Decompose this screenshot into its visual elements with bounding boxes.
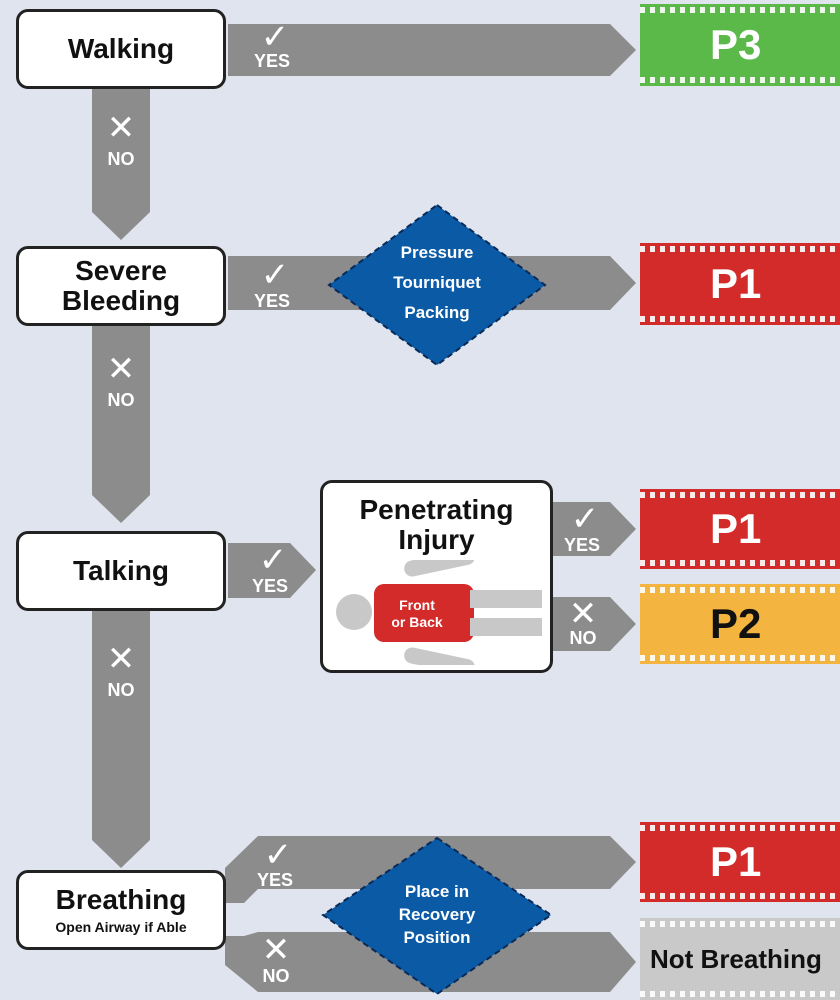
bleeding-actions: Pressure Tourniquet Packing [362, 238, 512, 328]
arrow-penetrating-no [553, 597, 636, 651]
yes-label-penetrating: YES [563, 535, 601, 555]
action-place-in: Place in [404, 882, 470, 901]
outcome-p1-bleeding: P1 [640, 243, 840, 325]
checkmark-icon: ✓ [260, 256, 290, 294]
figure-label: Front or Back [377, 597, 457, 631]
outcome-p3: P3 [640, 4, 840, 86]
body-figure-icon [336, 560, 542, 665]
outcome-p1-label: P1 [710, 838, 762, 885]
step-breathing-label: Breathing [55, 884, 187, 915]
arrow-talking-yes [228, 543, 316, 598]
outcome-p1-label: P1 [710, 505, 762, 552]
arrow-bleeding-no [92, 325, 150, 523]
cross-icon: ✕ [106, 640, 136, 678]
step-bleeding-line-2: Bleeding [61, 285, 181, 316]
outcome-p1-breathing: P1 [640, 822, 840, 902]
arrow-walking-yes [228, 24, 636, 76]
step-walking-label: Walking [67, 33, 175, 64]
action-pressure: Pressure [400, 243, 474, 262]
outcome-not-breathing-label: Not Breathing [650, 943, 822, 974]
outcome-not-breathing: Not Breathing [640, 918, 840, 1000]
step-talking: Talking [16, 531, 226, 611]
no-label-breathing: NO [262, 966, 290, 986]
action-position: Position [403, 928, 471, 947]
penetrating-line-1: Penetrating [359, 494, 514, 525]
figure-label-line-1: Front [399, 597, 435, 613]
outcome-p3-label: P3 [710, 21, 762, 68]
checkmark-icon: ✓ [258, 541, 288, 579]
cross-icon: ✕ [261, 931, 291, 969]
penetrating-line-2: Injury [398, 524, 475, 555]
arrow-walking-no [92, 88, 150, 240]
action-tourniquet: Tourniquet [393, 273, 481, 292]
no-label-walking: NO [107, 149, 135, 169]
step-walking: Walking [16, 9, 226, 89]
yes-label-walking: YES [253, 51, 291, 71]
outcome-p1-label: P1 [710, 260, 762, 307]
no-label-penetrating: NO [569, 628, 597, 648]
checkmark-icon: ✓ [570, 500, 600, 538]
no-label-bleeding: NO [107, 390, 135, 410]
cross-icon: ✕ [106, 350, 136, 388]
diamond-breathing-actions [321, 836, 553, 996]
action-recovery: Recovery [398, 905, 476, 924]
action-packing: Packing [404, 303, 470, 322]
outcome-p2-label: P2 [710, 600, 762, 647]
yes-label-talking: YES [251, 576, 289, 596]
breathing-actions: Place in Recovery Position [362, 880, 512, 949]
step-breathing: Breathing Open Airway if Able [16, 870, 226, 950]
arrow-talking-no [92, 610, 150, 868]
step-bleeding-line-1: Severe [75, 255, 167, 286]
arrow-penetrating-yes [553, 502, 636, 556]
yes-label-bleeding: YES [253, 291, 291, 311]
outcome-p1-penetrating: P1 [640, 489, 840, 569]
diamond-bleeding-actions [327, 203, 547, 367]
step-breathing-sublabel: Open Airway if Able [55, 919, 187, 935]
checkmark-icon: ✓ [263, 836, 293, 874]
step-severe-bleeding: Severe Bleeding [16, 246, 226, 326]
checkmark-icon: ✓ [260, 18, 290, 56]
cross-icon: ✕ [568, 595, 598, 633]
yes-label-breathing: YES [256, 870, 294, 890]
cross-icon: ✕ [106, 109, 136, 147]
step-talking-label: Talking [73, 555, 169, 586]
figure-label-line-2: or Back [391, 614, 443, 630]
outcome-p2: P2 [640, 584, 840, 664]
no-label-talking: NO [107, 680, 135, 700]
